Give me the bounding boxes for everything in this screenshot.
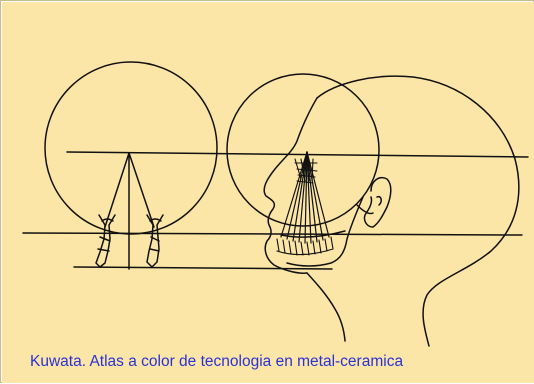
left-convergence-line [104,152,130,228]
left-sphere [44,61,218,235]
head-outline [316,75,520,347]
lower-reference-line [73,266,333,270]
left-tooth-pair-right [146,214,164,268]
occlusal-plane-line [22,232,523,236]
face-profile [263,97,318,274]
upper-teeth [294,158,318,184]
neck-front [306,272,346,342]
left-tooth-pair-left [95,214,116,268]
mandible [286,196,364,267]
source-caption: Kuwata. Atlas a color de tecnologia en m… [30,353,404,370]
right-sphere [226,73,380,227]
upper-reference-line [66,151,529,158]
ear-inner [376,195,382,206]
jaw-ridge [280,230,346,238]
jaw-joint [356,204,374,215]
ear [363,177,392,228]
lower-teeth [276,236,334,256]
left-convergence-line [128,152,155,228]
